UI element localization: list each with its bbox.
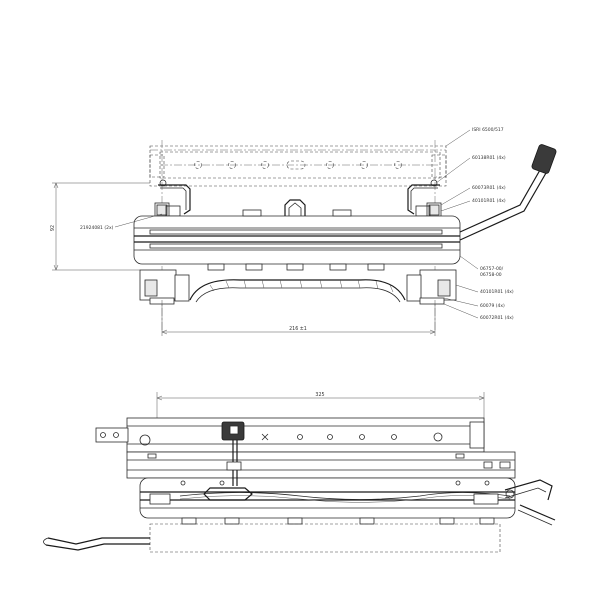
front-view: 92 216 ±1 21924081 (2x) ISRI 6500/517 60… xyxy=(50,127,557,336)
lock-handle xyxy=(203,421,253,501)
callouts-right: ISRI 6500/517 60138R01 (4x) 60073R01 (4x… xyxy=(435,127,514,321)
release-lever xyxy=(459,144,557,241)
callout-7: 40101R01 (4x) xyxy=(480,289,514,295)
callout-8: 60079 (4x) xyxy=(480,303,505,309)
callout-left: 21924081 (2x) xyxy=(80,213,163,231)
upper-rail-dashed xyxy=(159,151,441,179)
base-plate-dashed xyxy=(149,523,501,553)
callout-1: ISRI 6500/517 xyxy=(472,127,504,133)
slide-body xyxy=(133,199,461,271)
dimension-height: 92 xyxy=(50,182,150,271)
rail-slots xyxy=(160,160,440,170)
upper-rail-side xyxy=(95,417,485,453)
dimension-height-label: 92 xyxy=(50,225,56,231)
callout-4: 40101R01 (4x) xyxy=(472,198,506,204)
callout-left-label: 21924081 (2x) xyxy=(80,225,114,231)
lever-end-detail xyxy=(504,479,556,526)
callout-5: 06757-00/ xyxy=(480,266,504,272)
lever-handle-side xyxy=(43,537,150,551)
left-bracket xyxy=(154,179,191,218)
lower-rail xyxy=(139,269,457,305)
callout-3: 60073R01 (4x) xyxy=(472,185,506,191)
dimension-width-top-label: 216 ±1 xyxy=(289,326,307,332)
dimension-width-bottom-label: 325 xyxy=(315,392,324,398)
lower-channel-side xyxy=(126,451,516,479)
callout-2: 60138R01 (4x) xyxy=(472,155,506,161)
side-view: 325 xyxy=(43,392,556,553)
slide-body-side xyxy=(139,477,516,525)
right-bracket xyxy=(407,179,442,218)
callout-6: 06758-00 xyxy=(480,272,502,278)
callout-9: 60072R01 (4x) xyxy=(480,315,514,321)
dimension-width-top: 216 ±1 xyxy=(161,300,436,336)
